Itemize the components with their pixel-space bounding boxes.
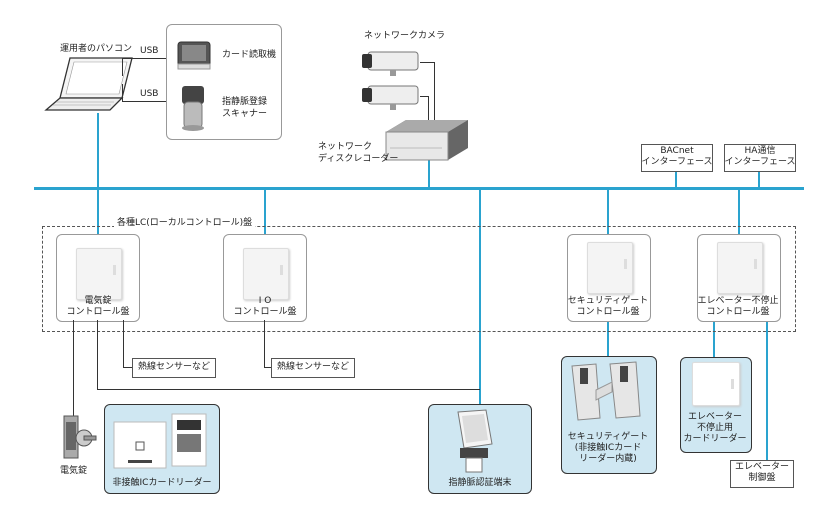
card-reader-label: カード読取機: [222, 50, 277, 60]
gate-panel-icon: [587, 242, 633, 294]
recorder-label-1: ネットワーク: [318, 142, 373, 152]
network-camera-icon-2: [362, 85, 419, 110]
io-wire-to-sensor: [264, 320, 265, 368]
usb-wire-1: [122, 58, 170, 59]
elevator-reader-label-3: カードリーダー: [683, 434, 747, 444]
security-gate-icon: [571, 361, 641, 421]
ic-card-reader-icon: [113, 413, 207, 469]
io-panel-drop-line: [264, 189, 266, 235]
elevator-panel-label-1: エレベーター不停止: [697, 296, 779, 306]
usb-wire-1-v: [122, 58, 123, 76]
io-wire-sensor-h: [264, 367, 272, 368]
elevator-panel-icon: [717, 242, 763, 294]
elevator-control-box: [730, 460, 794, 488]
lock-wire-to-reader: [97, 320, 98, 390]
elevator-control-label-2: 制御盤: [748, 473, 776, 483]
electric-lock-label: 電気錠: [60, 466, 88, 476]
sensor-box-2: [271, 358, 355, 378]
usb-wire-2-v: [122, 84, 123, 102]
vein-scanner-label-1: 指静脈登録: [222, 97, 268, 107]
vein-terminal-line: [479, 189, 481, 405]
usb-wire-2: [122, 101, 170, 102]
lock-wire-to-sensor: [123, 320, 124, 368]
pc-label: 運用者のパソコン: [60, 44, 133, 54]
io-panel-icon: [243, 248, 289, 300]
elevator-reader-icon: [692, 362, 740, 406]
ha-label-1: HA通信: [744, 146, 776, 156]
sensor-label-1: 熱線センサーなど: [137, 362, 210, 372]
lock-panel-label-1: 電気錠: [84, 296, 112, 306]
recorder-drop-line: [428, 160, 430, 188]
sensor-box-1: [132, 358, 216, 378]
gate-panel-label-1: セキュリティゲート: [567, 296, 649, 306]
vein-scanner-label-2: スキャナー: [222, 109, 268, 119]
io-panel-label-2: コントロール盤: [233, 307, 297, 317]
gate-panel-drop-line: [607, 189, 609, 235]
vein-terminal-icon: [457, 409, 493, 473]
camera-wire-2-v: [428, 96, 429, 124]
gate-panel-label-2: コントロール盤: [576, 307, 640, 317]
lc-group-box: [42, 226, 796, 332]
lock-panel-label-2: コントロール盤: [66, 307, 130, 317]
elevator-reader-line: [713, 322, 715, 358]
usb-label-1: USB: [140, 46, 159, 56]
network-backbone: [34, 187, 804, 190]
lock-panel-drop-line: [97, 189, 99, 235]
elevator-panel-label-2: コントロール盤: [706, 307, 770, 317]
elevator-reader-label-1: エレベーター: [687, 412, 742, 422]
pc-drop-line: [97, 113, 99, 188]
sensor-label-2: 熱線センサーなど: [276, 362, 349, 372]
camera-wire-2: [420, 96, 428, 97]
lock-wire-sensor-h: [123, 367, 133, 368]
bacnet-interface-box: [641, 144, 713, 172]
card-reader-icon: [177, 41, 211, 70]
camera-wire-1-v: [434, 62, 435, 124]
laptop-icon: [44, 57, 133, 111]
lock-wire-reader-h: [97, 389, 480, 390]
io-panel-label-1: I O: [258, 296, 272, 306]
camera-wire-1: [420, 62, 434, 63]
elevator-control-line: [766, 322, 768, 460]
gate-label-1: セキュリティゲート: [567, 432, 649, 442]
bacnet-label-2: インターフェース: [641, 157, 713, 167]
gate-label-2: (非接触ICカード: [574, 443, 642, 453]
vein-terminal-label: 指静脈認証端末: [448, 478, 512, 488]
bacnet-drop-line: [675, 171, 677, 188]
gate-device-line: [607, 322, 609, 358]
ha-label-2: インターフェース: [724, 157, 796, 167]
usb-label-2: USB: [140, 89, 159, 99]
elevator-panel-drop-line: [738, 189, 740, 235]
bacnet-label-1: BACnet: [660, 146, 694, 156]
lock-panel-icon: [76, 248, 122, 300]
recorder-label-2: ディスクレコーダー: [318, 154, 399, 164]
network-camera-icon-1: [362, 51, 419, 76]
lock-wire-to-lock: [73, 320, 74, 416]
vein-scanner-icon: [182, 86, 204, 131]
camera-label: ネットワークカメラ: [364, 31, 446, 41]
gate-label-3: リーダー内蔵): [579, 454, 637, 464]
ha-interface-box: [724, 144, 796, 172]
elevator-control-label-1: エレベーター: [734, 462, 789, 472]
ha-drop-line: [758, 171, 760, 188]
disk-recorder-icon: [385, 120, 468, 161]
elevator-reader-label-2: 不停止用: [696, 423, 733, 433]
electric-lock-icon: [63, 415, 97, 459]
lc-group-label: 各種LC(ローカルコントロール)盤: [114, 218, 256, 229]
ic-reader-label: 非接触ICカードリーダー: [112, 478, 212, 488]
